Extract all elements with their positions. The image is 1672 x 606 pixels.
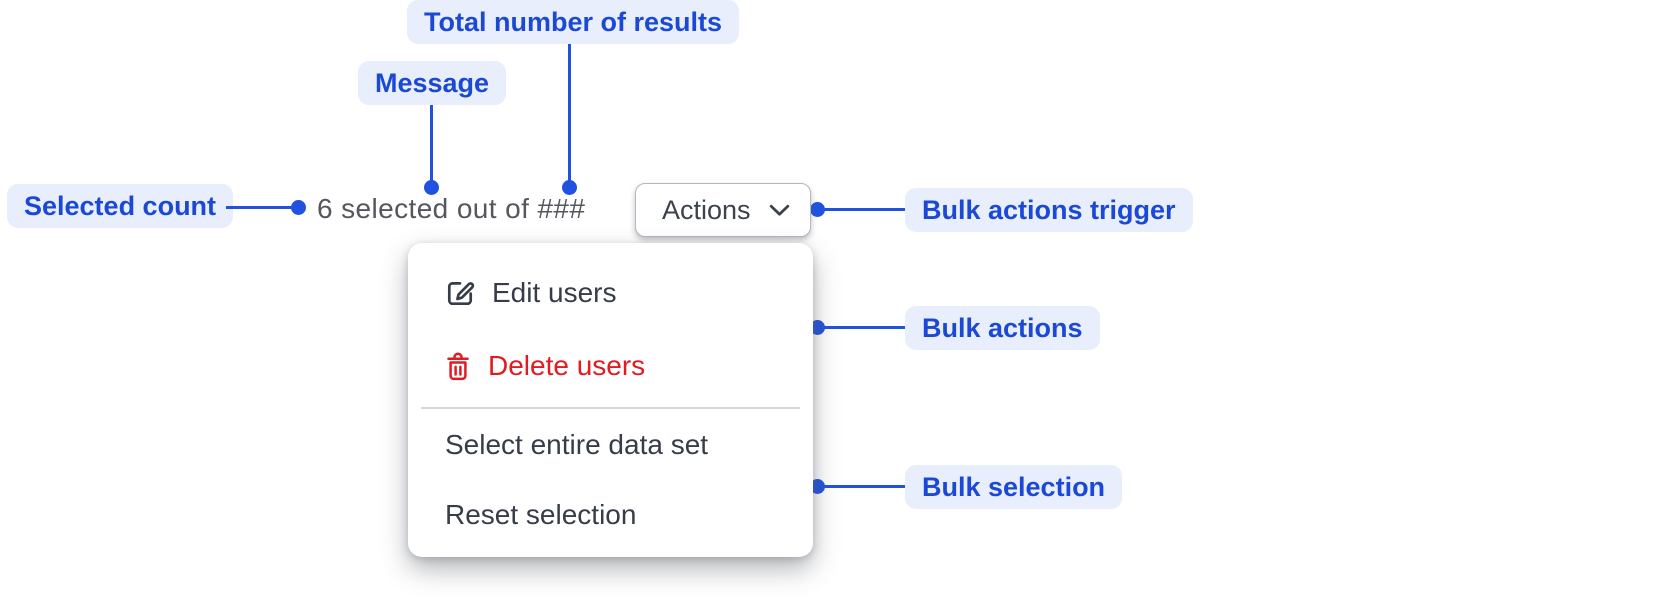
selection-message: 6 selected out of ### [317,193,586,224]
annotation-label-bulk-selection: Bulk selection [905,465,1123,509]
connector-dot-bulk-selection [810,479,825,494]
menu-item-label: Reset selection [445,499,637,530]
bulk-actions-menu: Edit users Delete users Select entire da… [408,243,813,557]
menu-item-delete-users[interactable]: Delete users [408,331,813,401]
menu-item-label: Select entire data set [445,429,709,460]
connector-dot-bulk-actions-trigger [810,202,825,217]
menu-item-edit-users[interactable]: Edit users [408,258,813,328]
annotation-label-bulk-actions-trigger: Bulk actions trigger [905,188,1193,232]
edit-icon [445,278,475,308]
menu-item-label: Delete users [488,350,646,381]
actions-button-label: Actions [662,194,751,225]
menu-item-reset-selection[interactable]: Reset selection [408,480,813,550]
connector-line-total-results [568,44,571,184]
trash-icon [445,351,471,382]
connector-line-message [430,105,433,184]
menu-divider [421,407,800,409]
connector-dot-message [424,180,439,195]
annotation-label-selected-count: Selected count [7,184,234,228]
menu-item-select-entire-data-set[interactable]: Select entire data set [408,410,813,480]
annotation-label-bulk-actions: Bulk actions [905,306,1100,350]
chevron-down-icon [769,204,790,217]
connector-line-bulk-actions-trigger [818,208,905,211]
connector-dot-bulk-actions [810,320,825,335]
annotation-label-message: Message [357,61,507,105]
connector-line-bulk-actions [818,326,905,329]
connector-line-bulk-selection [818,485,905,488]
connector-line-selected-count [226,206,296,209]
annotation-label-total-results: Total number of results [406,0,740,44]
connector-dot-selected-count [291,200,306,215]
actions-button[interactable]: Actions [635,183,811,237]
connector-dot-total-results [562,180,577,195]
menu-item-label: Edit users [492,277,617,308]
